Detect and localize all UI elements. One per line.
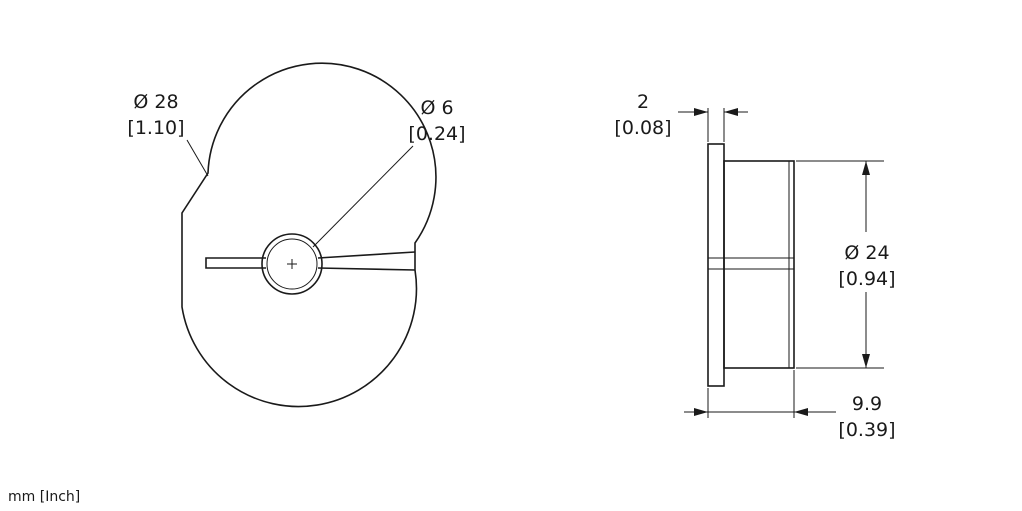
outer-diameter-leader bbox=[186, 139, 209, 177]
side-view-flange bbox=[707, 143, 725, 387]
front-view-slot-right bbox=[317, 251, 416, 271]
flange-thickness-inch: [0.08] bbox=[614, 117, 671, 139]
total-length-dimension bbox=[684, 370, 836, 418]
flange-thickness-mm: 2 bbox=[637, 91, 649, 113]
front-view-outline bbox=[181, 62, 437, 408]
body-diameter-inch: [0.94] bbox=[838, 268, 895, 290]
center-mark bbox=[287, 259, 297, 269]
hole-diameter-mm: Ø 6 bbox=[420, 97, 453, 119]
front-view-hub-outer bbox=[261, 233, 323, 295]
outer-diameter-mm: Ø 28 bbox=[133, 91, 178, 113]
total-length-inch: [0.39] bbox=[838, 419, 895, 441]
body-diameter-mm: Ø 24 bbox=[844, 242, 889, 264]
side-view-body bbox=[723, 160, 795, 369]
front-view: Ø 28 [1.10] Ø 6 [0.24] bbox=[127, 62, 466, 408]
flange-thickness-dimension bbox=[678, 108, 748, 142]
outer-diameter-inch: [1.10] bbox=[127, 117, 184, 139]
front-view-hole bbox=[266, 238, 318, 290]
hole-diameter-inch: [0.24] bbox=[408, 123, 465, 145]
hole-diameter-leader bbox=[312, 145, 414, 248]
body-diameter-dimension bbox=[796, 160, 884, 369]
units-note: mm [Inch] bbox=[8, 489, 80, 505]
side-view: 2 [0.08] Ø 24 [0.94] 9.9 [0.39] bbox=[614, 91, 895, 441]
total-length-mm: 9.9 bbox=[852, 393, 882, 415]
front-view-slot bbox=[205, 257, 266, 269]
